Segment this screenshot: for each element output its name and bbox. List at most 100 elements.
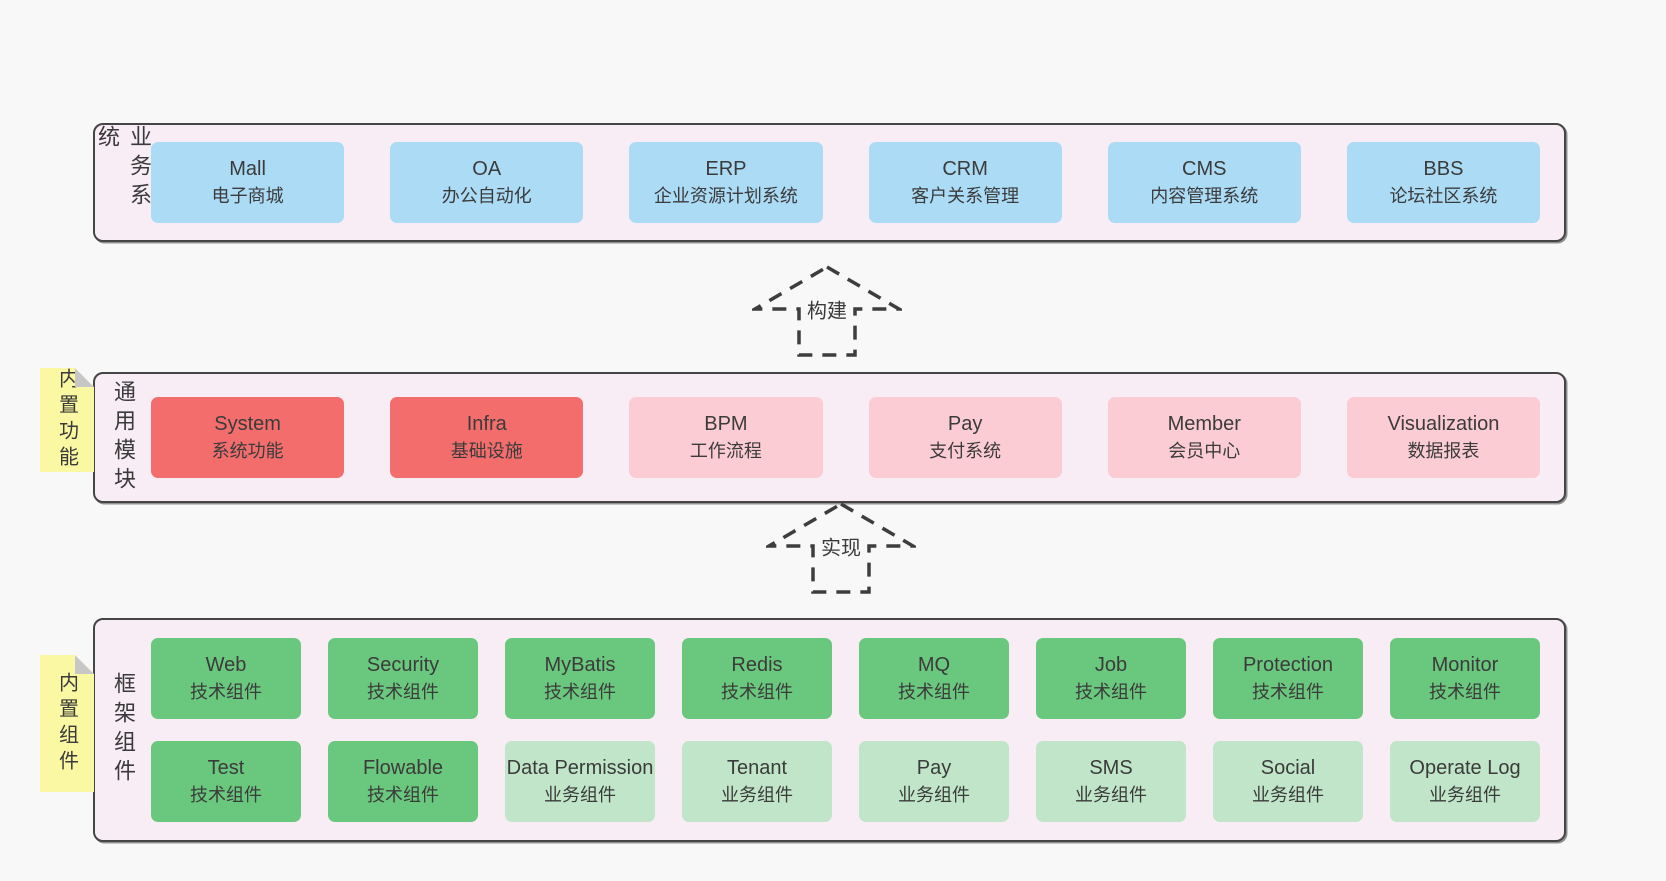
node-data-permission: Data Permission 业务组件 bbox=[505, 741, 655, 822]
business-systems-row-area: Mall 电子商城 OA 办公自动化 ERP 企业资源计划系统 CRM 客户关系… bbox=[151, 125, 1564, 240]
node-tenant: Tenant 业务组件 bbox=[682, 741, 832, 822]
node-operate-log: Operate Log 业务组件 bbox=[1390, 741, 1540, 822]
node-job: Job 技术组件 bbox=[1036, 638, 1186, 719]
node-pay-biz: Pay 业务组件 bbox=[859, 741, 1009, 822]
node-member: Member 会员中心 bbox=[1107, 397, 1301, 478]
node-desc: 电子商城 bbox=[211, 185, 284, 206]
node-test: Test 技术组件 bbox=[151, 741, 301, 822]
common-modules-panel: 通用模块 System 系统功能 Infra 基础设施 BPM 工作流程 Pay… bbox=[93, 372, 1566, 503]
node-mall: Mall 电子商城 bbox=[151, 142, 345, 223]
note-text: 内置组件 bbox=[55, 671, 78, 776]
node-name: Web bbox=[205, 654, 247, 677]
node-desc: 内容管理系统 bbox=[1150, 185, 1259, 206]
node-mq: MQ 技术组件 bbox=[859, 638, 1009, 719]
node-name: Protection bbox=[1242, 654, 1334, 677]
node-erp: ERP 企业资源计划系统 bbox=[629, 142, 823, 223]
up-arrow-icon bbox=[766, 501, 916, 594]
node-name: Job bbox=[1094, 654, 1128, 677]
node-desc: 支付系统 bbox=[929, 440, 1002, 461]
node-desc: 会员中心 bbox=[1168, 440, 1241, 461]
node-system: System 系统功能 bbox=[151, 397, 345, 478]
build-arrow: 构建 bbox=[752, 263, 902, 359]
node-infra: Infra 基础设施 bbox=[390, 397, 584, 478]
node-name: Redis bbox=[731, 654, 783, 677]
node-name: Flowable bbox=[362, 757, 444, 780]
node-name: MyBatis bbox=[544, 654, 616, 677]
framework-components-label: 框架组件 bbox=[95, 620, 151, 840]
node-name: Social bbox=[1260, 757, 1316, 780]
framework-components-panel: 框架组件 Web 技术组件 Security 技术组件 MyBatis 技术组件… bbox=[93, 618, 1566, 842]
node-desc: 论坛社区系统 bbox=[1389, 185, 1498, 206]
node-name: SMS bbox=[1089, 757, 1133, 780]
common-modules-row: System 系统功能 Infra 基础设施 BPM 工作流程 Pay 支付系统… bbox=[151, 397, 1541, 478]
node-name: Data Permission bbox=[506, 757, 654, 780]
node-name: Security bbox=[366, 654, 440, 677]
framework-row-2: Test 技术组件 Flowable 技术组件 Data Permission … bbox=[151, 741, 1540, 822]
node-desc: 业务组件 bbox=[544, 784, 616, 805]
node-name: CMS bbox=[1182, 158, 1227, 181]
node-desc: 业务组件 bbox=[1252, 784, 1324, 805]
node-desc: 技术组件 bbox=[367, 784, 439, 805]
vertical-label-text: 通用模块 bbox=[111, 379, 136, 496]
node-desc: 业务组件 bbox=[1429, 784, 1501, 805]
node-desc: 技术组件 bbox=[544, 681, 616, 702]
common-modules-row-area: System 系统功能 Infra 基础设施 BPM 工作流程 Pay 支付系统… bbox=[151, 374, 1564, 501]
node-name: MQ bbox=[917, 654, 951, 677]
node-visualization: Visualization 数据报表 bbox=[1346, 397, 1541, 478]
node-name: Member bbox=[1167, 413, 1241, 436]
node-name: Infra bbox=[466, 413, 507, 436]
node-name: BPM bbox=[704, 413, 748, 436]
node-cms: CMS 内容管理系统 bbox=[1107, 142, 1301, 223]
node-desc: 企业资源计划系统 bbox=[653, 185, 798, 206]
built-in-components-note: 内置组件 bbox=[40, 655, 94, 792]
node-social: Social 业务组件 bbox=[1213, 741, 1363, 822]
node-web: Web 技术组件 bbox=[151, 638, 301, 719]
node-name: CRM bbox=[942, 158, 988, 181]
node-bpm: BPM 工作流程 bbox=[629, 397, 823, 478]
node-desc: 基础设施 bbox=[450, 440, 523, 461]
framework-row-1: Web 技术组件 Security 技术组件 MyBatis 技术组件 Redi… bbox=[151, 638, 1540, 719]
node-redis: Redis 技术组件 bbox=[682, 638, 832, 719]
node-pay: Pay 支付系统 bbox=[868, 397, 1062, 478]
node-desc: 技术组件 bbox=[1252, 681, 1324, 702]
common-modules-label: 通用模块 bbox=[95, 374, 151, 501]
node-security: Security 技术组件 bbox=[328, 638, 478, 719]
node-mybatis: MyBatis 技术组件 bbox=[505, 638, 655, 719]
node-desc: 技术组件 bbox=[898, 681, 970, 702]
implement-arrow: 实现 bbox=[766, 500, 916, 596]
node-name: Operate Log bbox=[1409, 757, 1521, 780]
node-name: Test bbox=[207, 757, 245, 780]
build-arrow-label: 构建 bbox=[803, 293, 851, 325]
node-name: System bbox=[214, 413, 281, 436]
node-desc: 办公自动化 bbox=[441, 185, 532, 206]
node-desc: 系统功能 bbox=[211, 440, 284, 461]
node-bbs: BBS 论坛社区系统 bbox=[1346, 142, 1541, 223]
node-desc: 技术组件 bbox=[190, 681, 262, 702]
node-desc: 工作流程 bbox=[689, 440, 762, 461]
note-text: 内置功能 bbox=[55, 368, 78, 472]
node-name: OA bbox=[472, 158, 502, 181]
business-systems-row: Mall 电子商城 OA 办公自动化 ERP 企业资源计划系统 CRM 客户关系… bbox=[151, 142, 1541, 223]
framework-components-row-area: Web 技术组件 Security 技术组件 MyBatis 技术组件 Redi… bbox=[151, 620, 1564, 840]
node-desc: 技术组件 bbox=[367, 681, 439, 702]
node-desc: 技术组件 bbox=[1429, 681, 1501, 702]
built-in-features-note: 内置功能 bbox=[40, 368, 94, 472]
node-desc: 数据报表 bbox=[1407, 440, 1480, 461]
node-sms: SMS 业务组件 bbox=[1036, 741, 1186, 822]
implement-arrow-label: 实现 bbox=[817, 530, 865, 562]
node-name: Pay bbox=[947, 413, 983, 436]
node-desc: 技术组件 bbox=[721, 681, 793, 702]
vertical-label-text: 框架组件 bbox=[111, 672, 136, 788]
node-name: Pay bbox=[916, 757, 952, 780]
up-arrow-icon bbox=[752, 264, 902, 357]
node-desc: 业务组件 bbox=[898, 784, 970, 805]
node-name: BBS bbox=[1423, 158, 1464, 181]
node-desc: 客户关系管理 bbox=[911, 185, 1020, 206]
node-flowable: Flowable 技术组件 bbox=[328, 741, 478, 822]
node-oa: OA 办公自动化 bbox=[390, 142, 584, 223]
vertical-label-text: 业务系统 bbox=[95, 125, 152, 212]
node-name: Tenant bbox=[726, 757, 788, 780]
node-desc: 技术组件 bbox=[1075, 681, 1147, 702]
node-protection: Protection 技术组件 bbox=[1213, 638, 1363, 719]
business-systems-panel: 业务系统 Mall 电子商城 OA 办公自动化 ERP 企业资源计划系统 CRM… bbox=[93, 123, 1566, 242]
